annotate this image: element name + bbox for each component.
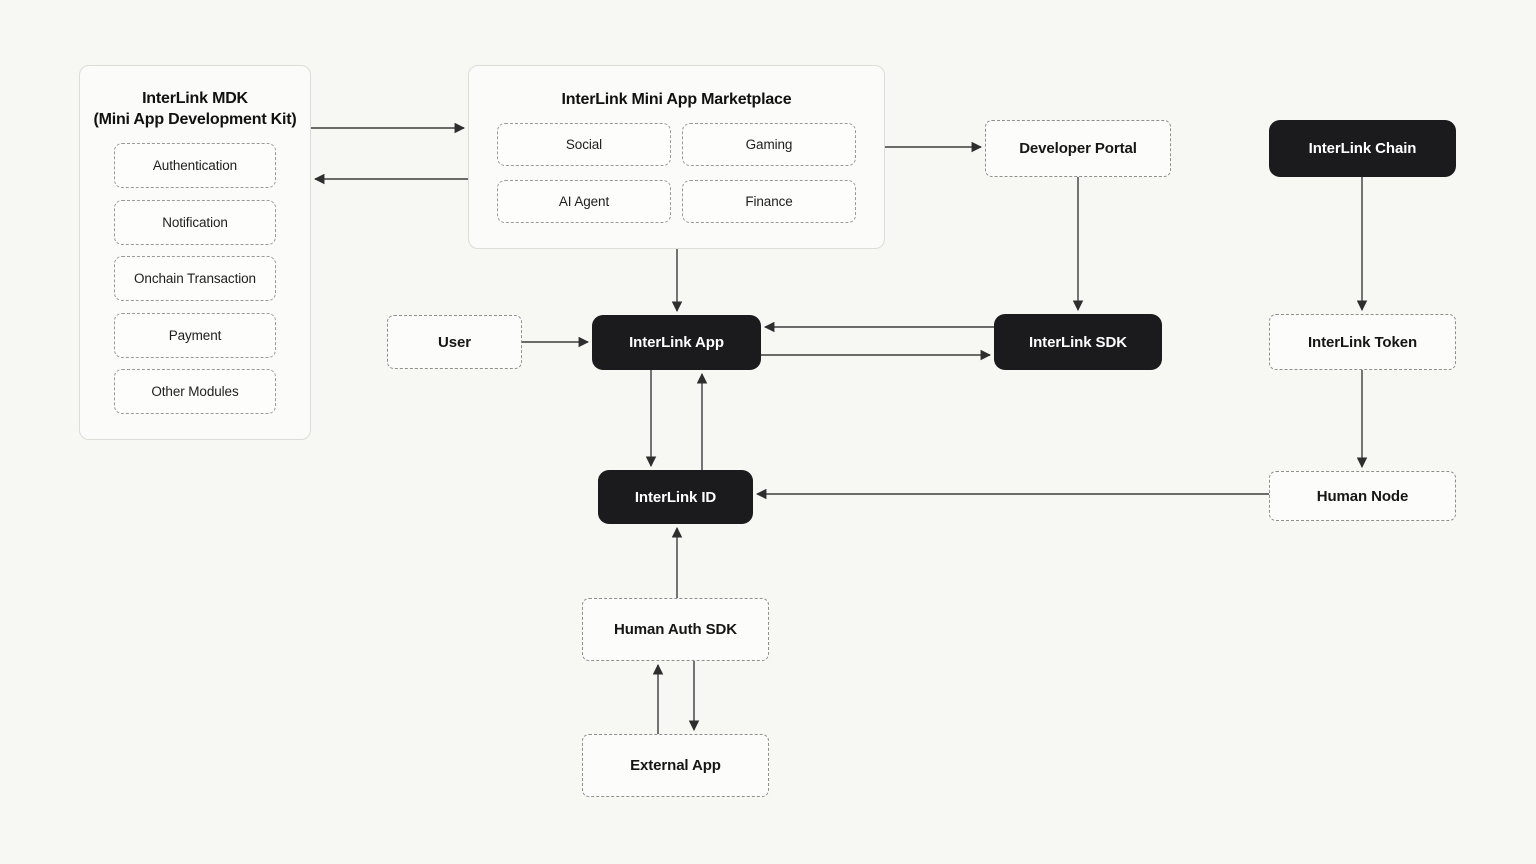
interlink-id-node: InterLink ID — [598, 470, 753, 524]
external-app-node: External App — [582, 734, 769, 797]
interlink-mdk-title-line2: (Mini App Development Kit) — [93, 111, 297, 128]
human-node-node: Human Node — [1269, 471, 1456, 521]
marketplace-category-social: Social — [497, 123, 671, 166]
interlink-mdk-title: InterLink MDK (Mini App Development Kit) — [80, 88, 310, 130]
interlink-chain-node: InterLink Chain — [1269, 120, 1456, 177]
marketplace-title: InterLink Mini App Marketplace — [561, 91, 792, 108]
interlink-mdk-panel: InterLink MDK (Mini App Development Kit)… — [79, 65, 311, 440]
interlink-mdk-title-line1: InterLink MDK — [142, 90, 248, 107]
interlink-sdk-node: InterLink SDK — [994, 314, 1162, 370]
marketplace-category-finance: Finance — [682, 180, 856, 223]
developer-portal-node: Developer Portal — [985, 120, 1171, 177]
mdk-module-list: Authentication Notification Onchain Tran… — [114, 143, 276, 414]
marketplace-category-grid: Social Gaming AI Agent Finance — [469, 123, 884, 223]
human-auth-sdk-node: Human Auth SDK — [582, 598, 769, 661]
mdk-module-payment: Payment — [114, 312, 276, 358]
marketplace-category-ai-agent: AI Agent — [497, 180, 671, 223]
user-node: User — [387, 315, 522, 369]
mdk-module-onchain-transaction: Onchain Transaction — [114, 256, 276, 301]
marketplace-category-gaming: Gaming — [682, 123, 856, 166]
mini-app-marketplace-panel: InterLink Mini App Marketplace Social Ga… — [468, 65, 885, 249]
interlink-token-node: InterLink Token — [1269, 314, 1456, 370]
mdk-module-authentication: Authentication — [114, 143, 276, 188]
interlink-app-node: InterLink App — [592, 315, 761, 370]
mdk-module-notification: Notification — [114, 199, 276, 245]
mdk-module-other-modules: Other Modules — [114, 369, 276, 414]
